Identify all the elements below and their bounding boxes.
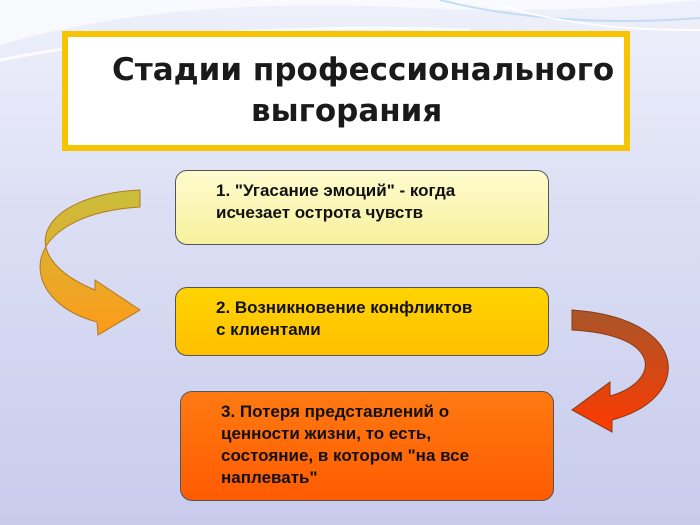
title-line-2: выгорания xyxy=(251,93,443,129)
title-line-1: Стадии профессионального xyxy=(112,52,615,88)
stage-3-text: 3. Потеря представлений о ценности жизни… xyxy=(221,402,470,487)
stage-2-box: 2. Возникновение конфликтов с клиентами xyxy=(175,287,549,356)
stage-1-text: 1. "Угасание эмоций" - когда исчезает ос… xyxy=(216,181,456,222)
stage-3-box: 3. Потеря представлений о ценности жизни… xyxy=(180,391,554,501)
stage-1-box: 1. "Угасание эмоций" - когда исчезает ос… xyxy=(175,170,549,245)
stage-2-text: 2. Возникновение конфликтов с клиентами xyxy=(216,298,473,339)
title-box: Стадии профессионального выгорания xyxy=(62,31,630,151)
